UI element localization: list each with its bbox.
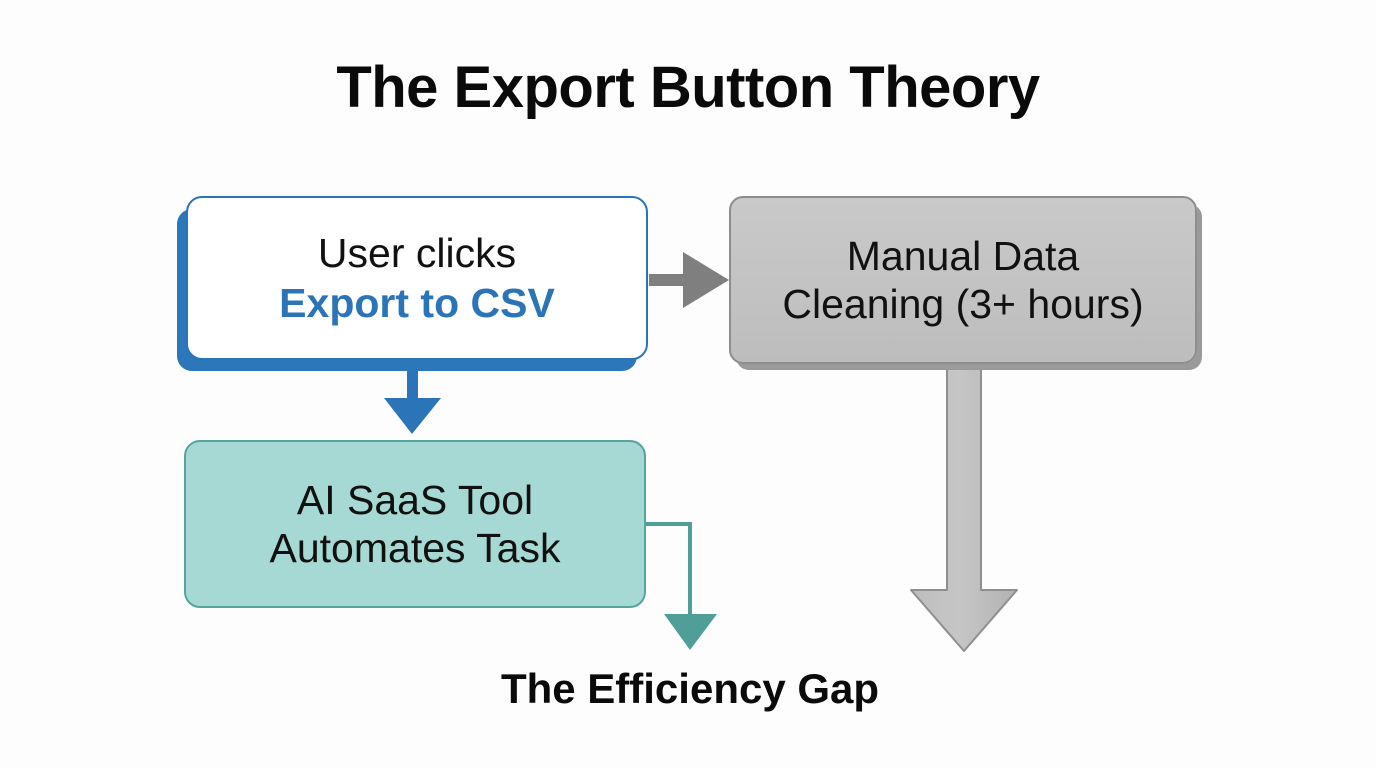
page-title: The Export Button Theory bbox=[336, 55, 1040, 120]
node-manual-data-cleaning[interactable]: Manual Data Cleaning (3+ hours) bbox=[729, 196, 1197, 364]
arrow-ai-tool-to-gap bbox=[646, 522, 717, 650]
caption-efficiency-gap: The Efficiency Gap bbox=[500, 665, 880, 712]
arrow-user-clicks-to-manual-cleaning bbox=[649, 252, 729, 308]
node-ai-tool-line2: Automates Task bbox=[269, 525, 561, 571]
node-ai-saas-tool[interactable]: AI SaaS Tool Automates Task bbox=[184, 440, 646, 608]
node-manual-cleaning-line2: Cleaning (3+ hours) bbox=[782, 281, 1144, 327]
node-user-clicks[interactable]: User clicks Export to CSV bbox=[186, 196, 648, 360]
node-manual-cleaning-line1: Manual Data bbox=[846, 232, 1080, 279]
node-ai-tool-line1: AI SaaS Tool bbox=[296, 476, 534, 523]
node-user-clicks-export-label: Export to CSV bbox=[279, 280, 555, 326]
node-user-clicks-line1: User clicks bbox=[317, 229, 517, 276]
block-arrow-manual-cleaning-to-gap bbox=[910, 365, 1018, 652]
arrow-user-clicks-to-ai-tool bbox=[384, 360, 441, 434]
